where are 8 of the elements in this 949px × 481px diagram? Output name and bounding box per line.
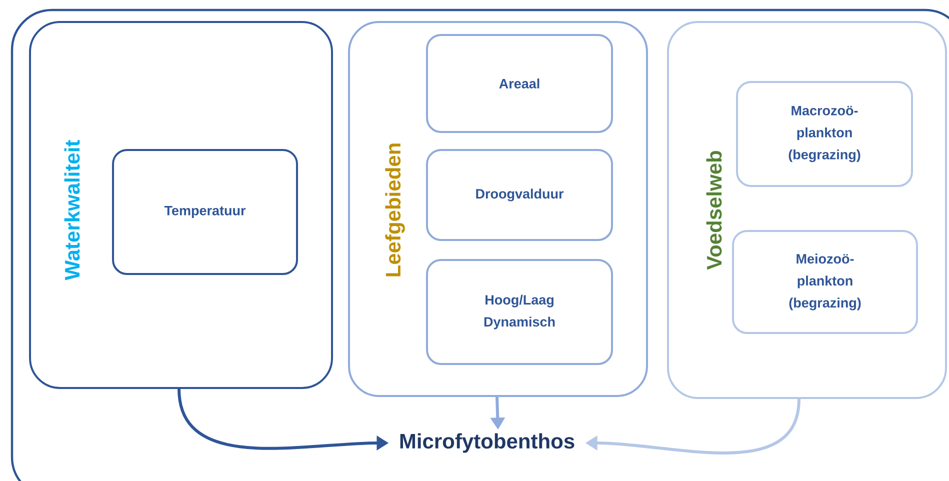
factor-box: Droogvalduur xyxy=(426,149,613,241)
factor-box: Hoog/Laag Dynamisch xyxy=(426,259,613,365)
result-label: Microfytobenthos xyxy=(400,433,574,453)
factor-box: Temperatuur xyxy=(112,149,298,275)
factor-box: Areaal xyxy=(426,34,613,133)
factor-box: Macrozoö- plankton (begrazing) xyxy=(736,81,913,187)
factor-box: Meiozoö- plankton (begrazing) xyxy=(732,230,918,334)
outer-frame xyxy=(10,8,949,481)
